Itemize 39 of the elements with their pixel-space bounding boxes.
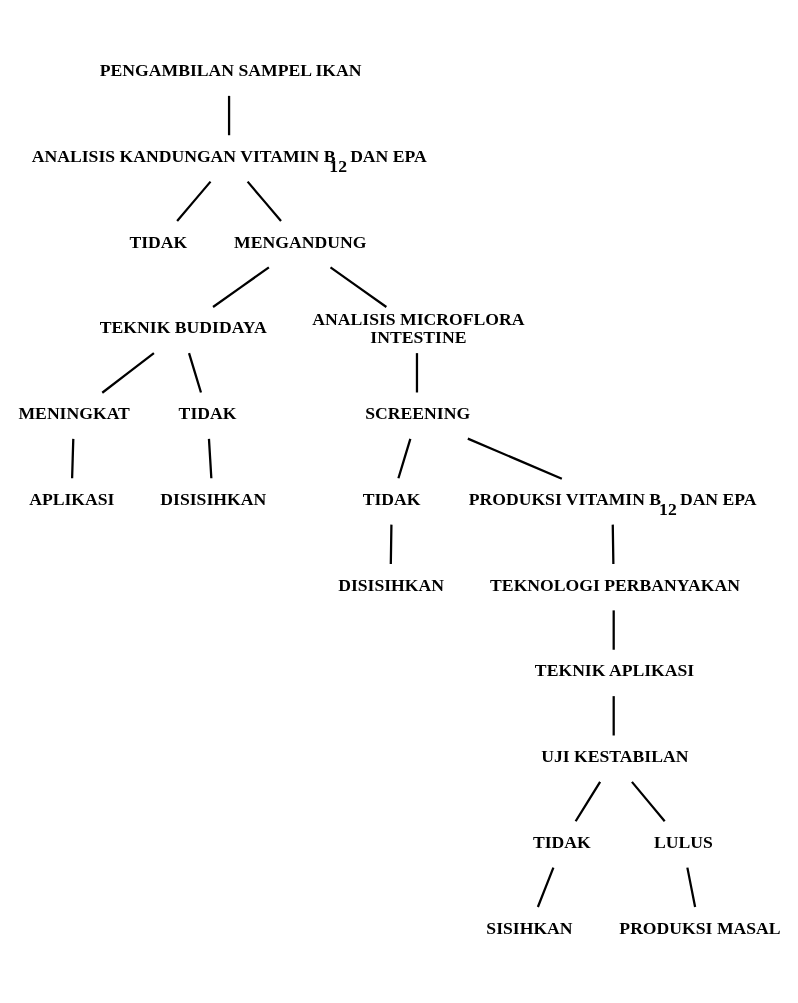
connector	[536, 867, 555, 908]
node-text: TIDAK	[532, 831, 591, 852]
node-text: MENGANDUNG	[234, 231, 367, 252]
node-text: TIDAK	[362, 488, 421, 509]
connector	[612, 610, 615, 650]
node-text: LULUS	[654, 831, 713, 852]
connector	[176, 180, 212, 222]
node-text: DISISIHKAN	[338, 574, 445, 595]
connector	[397, 438, 412, 479]
node-text: ANALISIS MICROFLORA INTESTINE	[312, 309, 525, 347]
node-text: DISISIHKAN	[160, 488, 267, 509]
connector	[329, 266, 387, 308]
node-text: TEKNIK BUDIDAYA	[99, 317, 267, 338]
connector	[207, 438, 213, 479]
node-text: SISIHKAN	[486, 917, 573, 938]
node-text: PENGAMBILAN SAMPEL IKAN	[99, 60, 362, 81]
connector	[574, 781, 602, 822]
node-text: TIDAK	[178, 403, 237, 424]
connector	[70, 438, 75, 479]
connector	[631, 781, 666, 822]
connector	[612, 696, 615, 736]
node-text: TIDAK	[129, 231, 188, 252]
connector	[246, 180, 282, 222]
connector	[212, 266, 270, 308]
node-text: APLIKASI	[29, 488, 115, 509]
node-text: UJI KESTABILAN	[541, 746, 689, 767]
node-text: SCREENING	[365, 403, 471, 424]
connector	[686, 867, 697, 908]
node-text: TEKNOLOGI PERBANYAKAN	[490, 574, 740, 595]
node-text: TEKNIK APLIKASI	[534, 660, 695, 681]
node-text: MENINGKAT	[18, 403, 130, 424]
connector	[415, 353, 419, 393]
connector	[227, 95, 231, 136]
connector	[467, 437, 563, 480]
connector	[611, 524, 615, 564]
node-text: PRODUKSI MASAL	[619, 917, 781, 938]
connector	[389, 524, 393, 564]
connector	[187, 352, 203, 393]
connector	[101, 352, 155, 394]
